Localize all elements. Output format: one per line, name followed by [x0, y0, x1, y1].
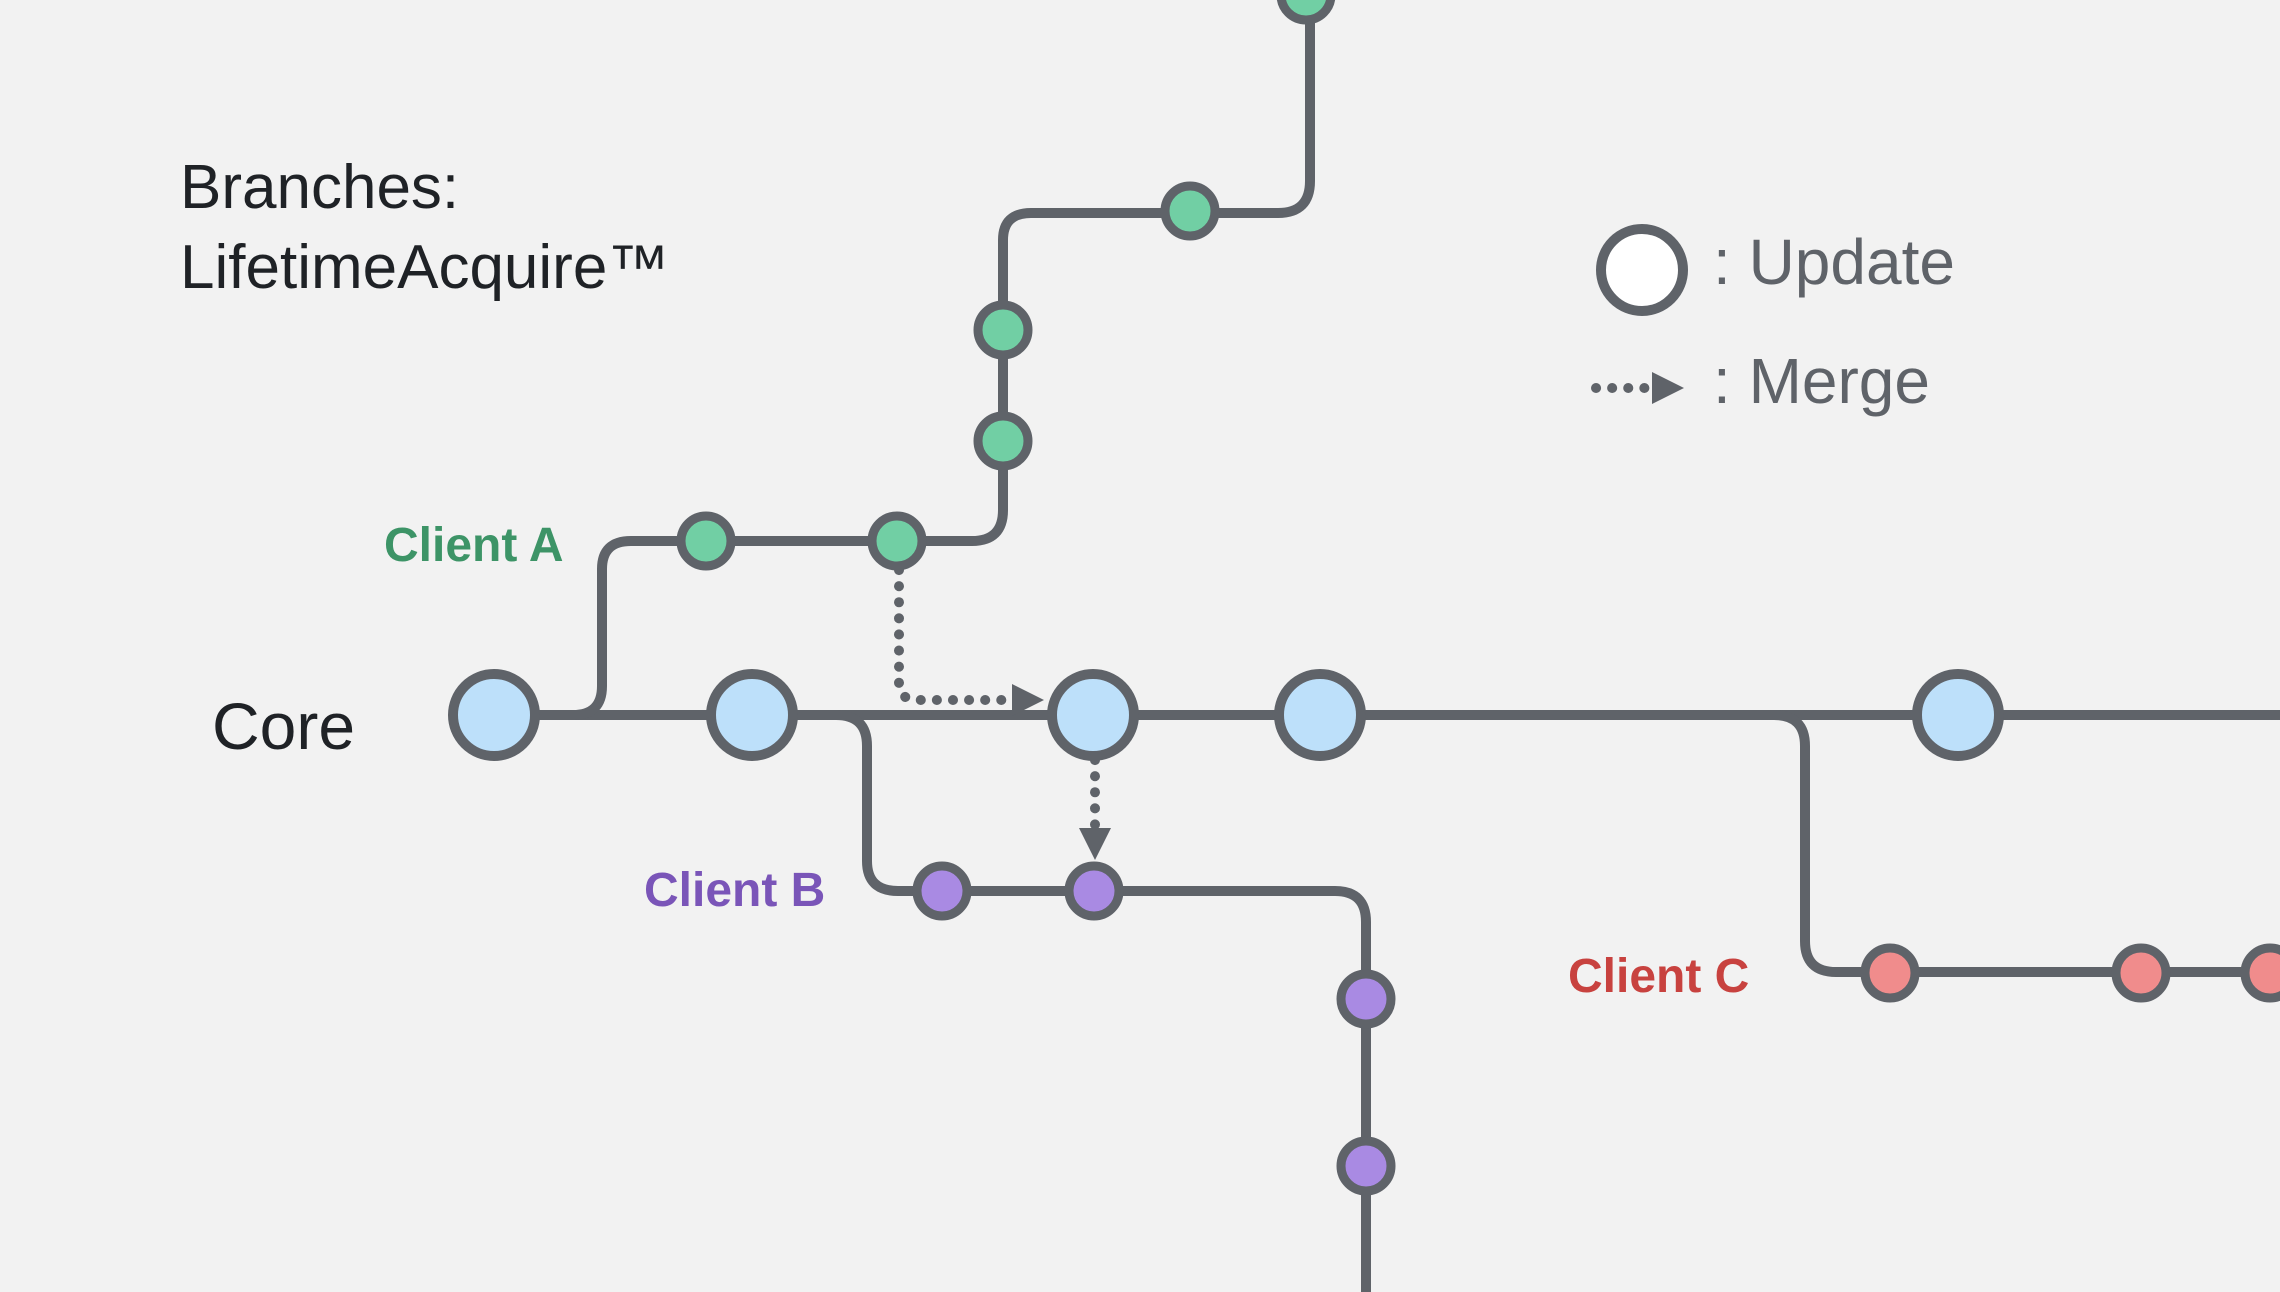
core-update-node — [1274, 669, 1366, 761]
title-line-2: LifetimeAcquire™ — [180, 233, 669, 302]
title-line-1: Branches: — [180, 153, 459, 222]
client-a-update-node — [676, 511, 736, 571]
core-update-node — [706, 669, 798, 761]
client-b-update-node — [1336, 1136, 1396, 1196]
legend-update-label: : Update — [1713, 226, 1955, 298]
client-b-update-node — [912, 861, 972, 921]
legend: : Update : Merge — [1591, 224, 1955, 417]
client-a-update-node — [973, 411, 1033, 471]
client-a-update-node — [1276, 0, 1336, 25]
legend-merge-label: : Merge — [1713, 345, 1930, 417]
core-update-node — [1047, 669, 1139, 761]
client-c-label: Client C — [1568, 950, 1749, 1003]
client-a-line — [489, 0, 1315, 720]
client-a-update-node — [973, 300, 1033, 360]
core-label: Core — [212, 689, 355, 763]
client-a-update-node — [1160, 181, 1220, 241]
client-c-update-node — [1860, 943, 1920, 1003]
client-c-update-node — [2240, 943, 2280, 1003]
client-c-line — [1315, 710, 2280, 977]
client-a-update-node — [867, 511, 927, 571]
core-update-node — [448, 669, 540, 761]
core-update-node — [1912, 669, 2004, 761]
merge-arrow-a-to-core — [894, 565, 1045, 717]
client-c-update-node — [2111, 943, 2171, 1003]
client-b-update-node — [1064, 861, 1124, 921]
client-b-update-node — [1336, 969, 1396, 1029]
client-b-label: Client B — [644, 864, 825, 917]
legend-update-icon — [1596, 224, 1688, 316]
client-a-label: Client A — [384, 519, 564, 572]
client-b-line — [747, 710, 1371, 1292]
